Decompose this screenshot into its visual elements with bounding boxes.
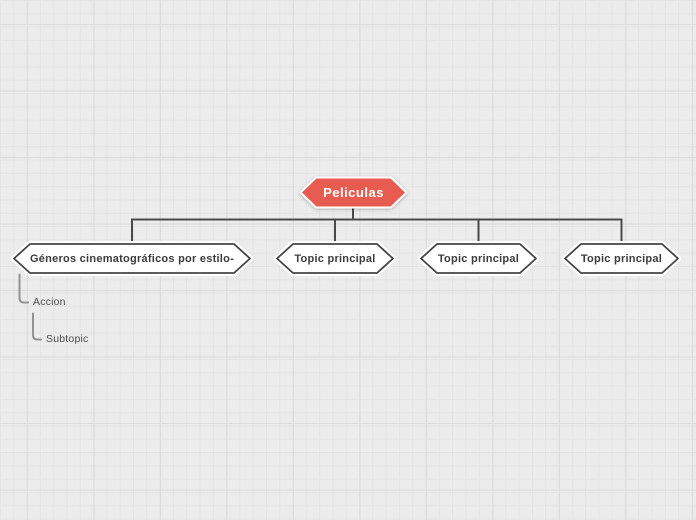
main-topic-1-hexagon-shape — [11, 241, 253, 276]
subtopic-accion[interactable]: Accion — [33, 296, 66, 308]
subtopic-subtopic[interactable]: Subtopic — [46, 333, 89, 345]
main-topic-1-label: Géneros cinematográficos por estilo- — [30, 252, 234, 265]
connector-subtopic-accion — [18, 273, 29, 304]
main-topic-2-label: Topic principal — [294, 252, 376, 265]
main-topic-3-label: Topic principal — [437, 252, 520, 265]
main-topic-4-hexagon-shape — [562, 241, 681, 276]
main-topic-3[interactable]: Topic principal — [418, 241, 539, 276]
connector-subtopic-subtopic — [32, 312, 42, 341]
main-topic-1[interactable]: Géneros cinematográficos por estilo- — [11, 241, 253, 276]
root-hexagon-shape — [299, 176, 408, 209]
main-topic-2-hexagon-shape — [274, 241, 396, 276]
main-topic-2[interactable]: Topic principal — [274, 241, 396, 276]
main-topic-3-hexagon-shape — [418, 241, 539, 276]
main-topic-4[interactable]: Topic principal — [562, 241, 681, 276]
main-topic-4-label: Topic principal — [580, 252, 663, 265]
root-topic[interactable]: Peliculas — [299, 176, 408, 209]
root-topic-label: Peliculas — [323, 185, 384, 200]
